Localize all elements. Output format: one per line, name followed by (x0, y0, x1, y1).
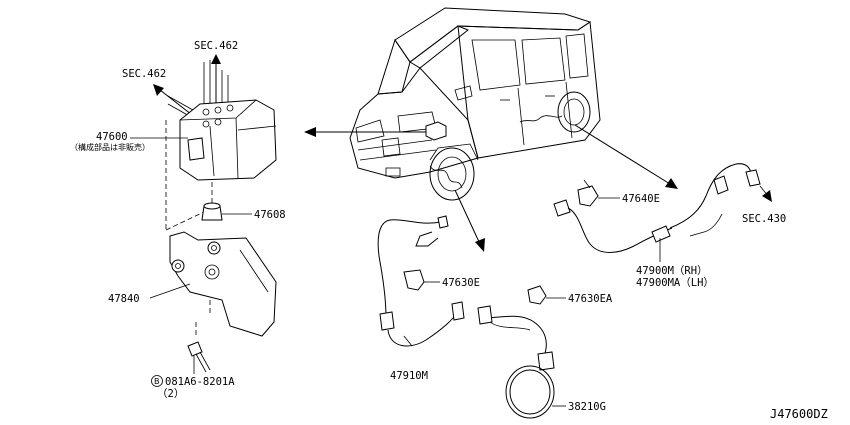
label-rear-clip: 47640E (622, 193, 660, 205)
label-sensor-rotor: 38210G (568, 401, 606, 413)
vehicle-illustration (349, 7, 601, 201)
label-clip-front-a: 47630EA (568, 293, 613, 305)
label-mount-insulator: 47608 (254, 209, 286, 221)
diagram-code: J47600DZ (770, 407, 828, 421)
bolt-part (187, 341, 211, 374)
label-bracket: 47840 (108, 293, 140, 305)
label-clip-front: 47630E (442, 277, 480, 289)
label-sec462-top: SEC.462 (194, 40, 238, 52)
label-bolt-mark: B (154, 377, 160, 386)
label-abs-actuator-note: （構成部品は非販売） (70, 142, 150, 152)
label-abs-actuator: 47600 (96, 131, 128, 143)
clip-front-a (527, 285, 566, 305)
rear-sensor-harness (553, 163, 772, 262)
label-sec430: SEC.430 (742, 213, 786, 225)
label-bolt-qty: （2） (157, 388, 184, 400)
clip-front (403, 269, 440, 291)
pointer-arrows (304, 124, 678, 252)
rear-clip (577, 179, 620, 207)
bolt-mark-circle (151, 375, 163, 387)
label-sec462-left: SEC.462 (122, 68, 166, 80)
bracket-part (149, 231, 277, 337)
abs-actuator-unit (130, 54, 277, 181)
label-rear-sensor-lh: 47900MA（LH） (636, 277, 714, 289)
front-sensor-harness (377, 215, 555, 371)
sensor-rotor (505, 365, 566, 419)
label-rear-sensor-rh: 47900M（RH） (636, 265, 708, 277)
label-front-sensor: 47910M (390, 370, 428, 382)
label-bolt: 081A6-8201A (165, 376, 235, 388)
mount-insulator (201, 202, 252, 221)
